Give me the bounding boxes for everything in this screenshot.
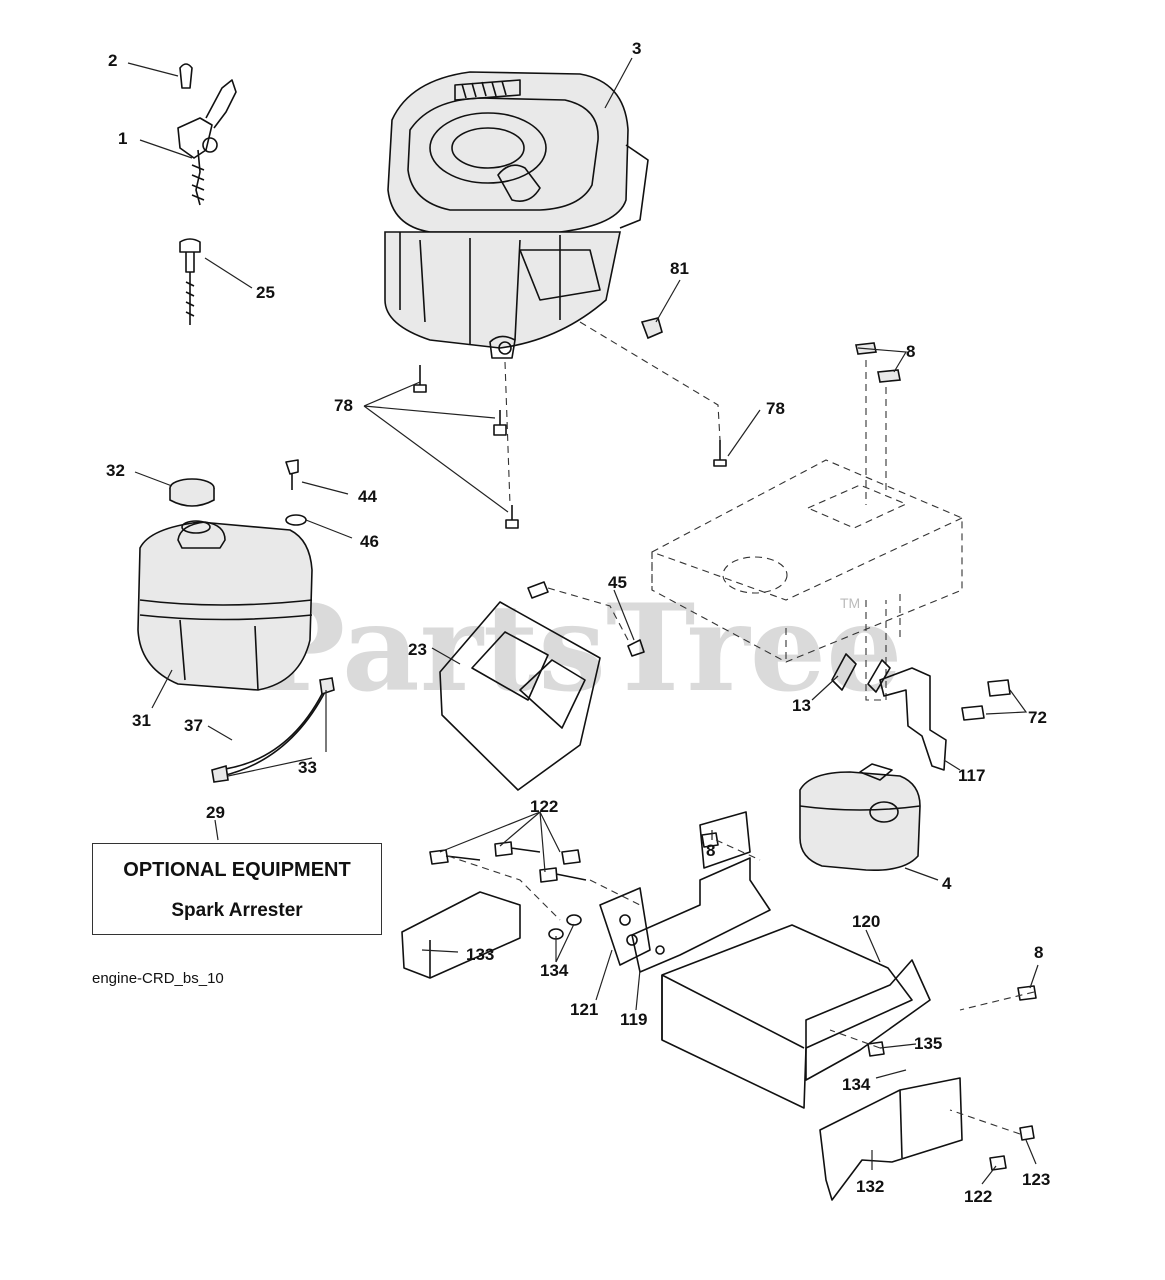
callout-13: 13: [792, 696, 811, 715]
leader-lines: [127, 57, 1039, 1185]
part-exhaust-gasket: [831, 653, 891, 693]
callout-119: 119: [620, 1010, 647, 1029]
callout-78-left: 78: [334, 396, 353, 415]
part-throttle-control: [177, 63, 237, 206]
part-mounting-plate: [651, 360, 963, 701]
callout-4: 4: [942, 874, 952, 893]
callout-134-left: 134: [540, 961, 569, 980]
part-bracket-133: [401, 891, 521, 979]
part-bracket-132: [819, 1077, 963, 1201]
callout-132: 132: [856, 1177, 884, 1196]
callout-121: 121: [570, 1000, 598, 1019]
part-muffler: [799, 763, 921, 872]
optional-equipment-box: OPTIONAL EQUIPMENT Spark Arrester: [92, 843, 382, 935]
callout-23: 23: [408, 640, 427, 659]
callout-3: 3: [632, 39, 641, 58]
part-engine: [384, 71, 649, 359]
callout-25: 25: [256, 283, 275, 302]
diagram-code: engine-CRD_bs_10: [92, 970, 224, 987]
part-bracket-119: [631, 811, 771, 973]
part-heat-shield: [439, 581, 645, 791]
callout-8-mid: 8: [706, 841, 715, 860]
part-lower-fasteners: [429, 832, 1037, 1171]
callout-29: 29: [206, 803, 225, 822]
part-fuel-line: [211, 677, 335, 783]
callout-72: 72: [1028, 708, 1047, 727]
callout-32: 32: [106, 461, 125, 480]
callout-117: 117: [958, 766, 985, 785]
callout-135: 135: [914, 1034, 942, 1053]
callout-1: 1: [118, 129, 127, 148]
callout-44: 44: [358, 487, 377, 506]
callout-45: 45: [608, 573, 627, 592]
callout-8-right: 8: [1034, 943, 1043, 962]
callout-46: 46: [360, 532, 379, 551]
watermark-tm: TM: [840, 595, 860, 611]
callout-123: 123: [1022, 1170, 1050, 1189]
callout-37: 37: [184, 716, 203, 735]
callout-78-right: 78: [766, 399, 785, 418]
optional-equipment-item: Spark Arrester: [171, 900, 303, 921]
callout-133: 133: [466, 945, 494, 964]
callout-2: 2: [108, 51, 117, 70]
callout-120: 120: [852, 912, 880, 931]
part-bracket-121: [599, 887, 651, 966]
callout-31: 31: [132, 711, 151, 730]
callout-labels: 2 1 25 3 81 8 78 78 32 44 46 45 23 13 72…: [106, 39, 1050, 1206]
callout-122-top: 122: [530, 797, 558, 816]
part-base-plate-120: [661, 924, 931, 1109]
watermark: PartsTree: [255, 578, 902, 719]
callout-134-right: 134: [842, 1075, 871, 1094]
callout-33: 33: [298, 758, 317, 777]
part-small-fasteners: [285, 459, 307, 526]
callout-8-top: 8: [906, 342, 915, 361]
callout-122-bottom: 122: [964, 1187, 992, 1206]
part-exhaust-pipe: [879, 667, 947, 771]
optional-equipment-title: OPTIONAL EQUIPMENT: [123, 859, 351, 881]
part-dipstick: [179, 238, 201, 325]
callout-81: 81: [670, 259, 689, 278]
part-fuel-tank: [137, 478, 313, 691]
part-exhaust-bolts: [961, 679, 1011, 721]
part-engine-bolts: [413, 317, 727, 529]
